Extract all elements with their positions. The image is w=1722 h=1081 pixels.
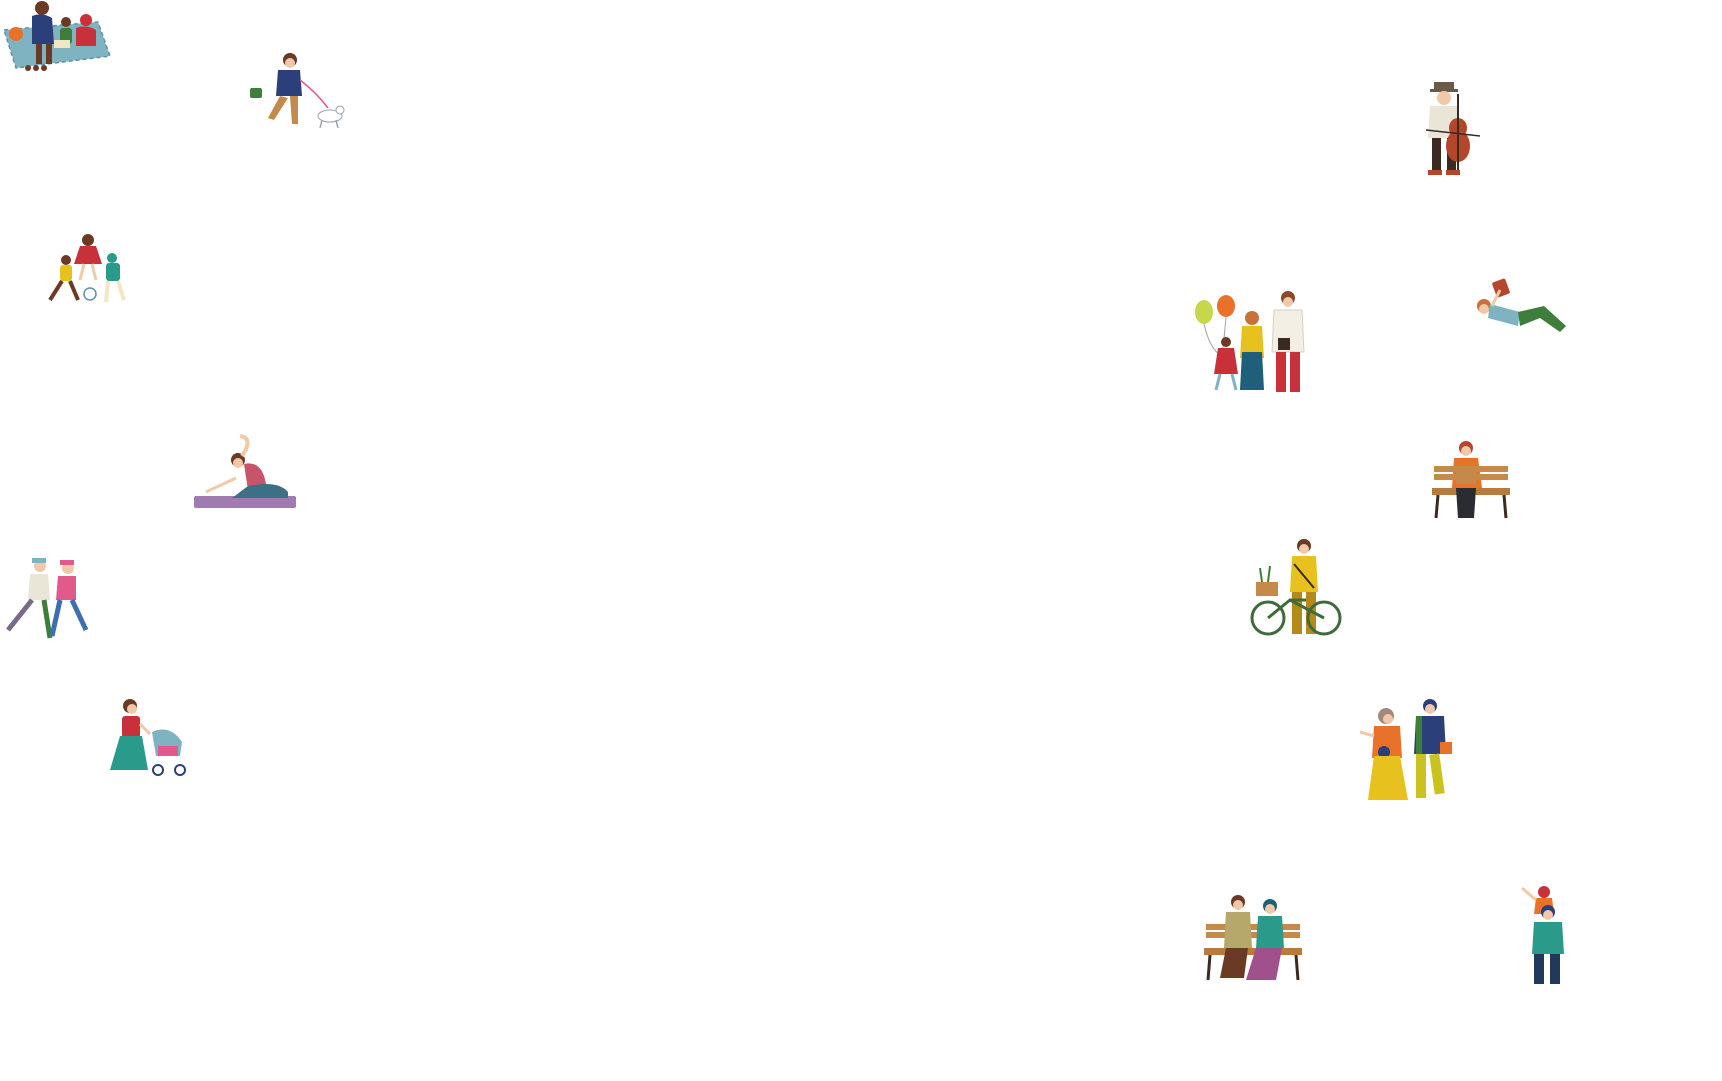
cellist-illustration <box>1418 80 1488 180</box>
father-carrying-child-illustration <box>1516 884 1568 988</box>
family-with-balloons-illustration <box>1190 290 1320 402</box>
woman-with-bicycle-illustration <box>1250 538 1342 640</box>
picnic-family-illustration <box>2 0 112 78</box>
children-playing-ball-illustration <box>44 232 136 312</box>
yoga-stretch-illustration <box>192 434 298 514</box>
dog-walker-illustration <box>246 52 346 132</box>
elderly-couple-walking-illustration <box>1356 696 1462 810</box>
joggers-illustration <box>0 556 94 644</box>
mother-with-stroller-illustration <box>106 698 196 780</box>
couple-on-bench-illustration <box>1202 892 1304 986</box>
bench-reader-illustration <box>1430 440 1512 524</box>
person-lying-reading-illustration <box>1470 276 1570 338</box>
